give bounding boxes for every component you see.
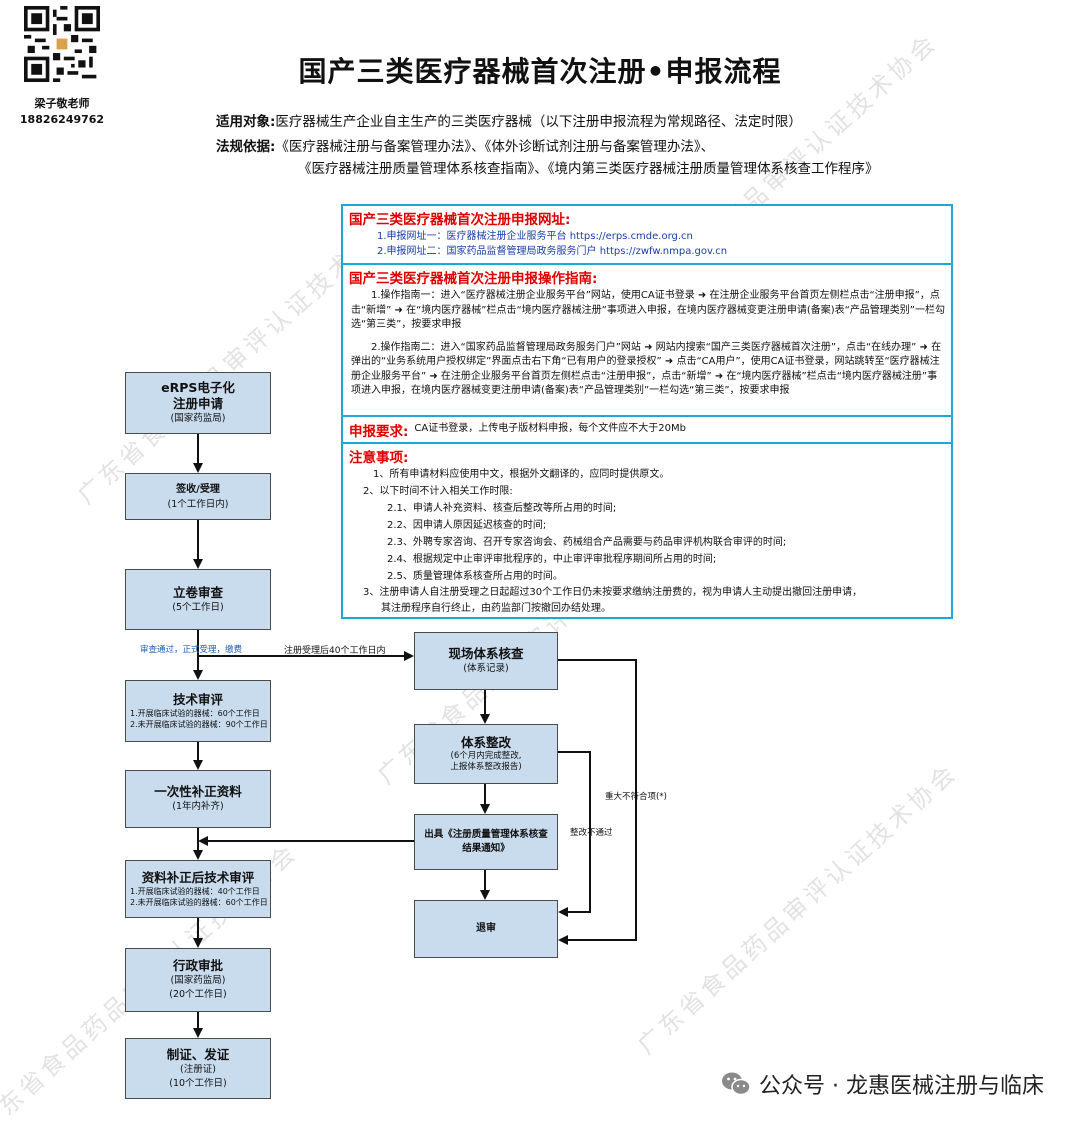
label-major-nonconformity: 重大不符合项(*) xyxy=(605,792,667,802)
note-item: 2.2、因申请人原因延迟核查的时间; xyxy=(387,519,547,531)
box-title: 制证、发证 xyxy=(166,1046,230,1062)
requirement-title: 申报要求: xyxy=(349,423,409,440)
note-item: 2.3、外聘专家咨询、召开专家咨询会、药械组合产品需要与药品审评机构联合审评的时… xyxy=(387,536,787,548)
box-title: 签收/受理 xyxy=(176,483,220,495)
author-name: 梁子敬老师 xyxy=(34,97,90,110)
page-title: 国产三类医疗器械首次注册•申报流程 xyxy=(298,55,782,88)
box-title: 结果通知》 xyxy=(462,843,510,854)
box-sub: (10个工作日) xyxy=(169,1077,227,1089)
notes-title: 注意事项: xyxy=(349,450,409,466)
basis-line: 法规依据:《医疗器械注册与备案管理办法》、《体外诊断试剂注册与备案管理办法》、 xyxy=(216,137,714,157)
box-erps-application: eRPS电子化 注册申请 (国家药监局) xyxy=(125,372,271,434)
notes-section: 注意事项: 1、所有申请材料应使用中文，根据外文翻译的，应同时提供原文。 2、以… xyxy=(343,444,951,619)
basis-text-1: 《医疗器械注册与备案管理办法》、《体外诊断试剂注册与备案管理办法》、 xyxy=(275,139,715,155)
note-item: 2.5、质量管理体系核查所占用的时间。 xyxy=(387,570,563,582)
guide-section: 国产三类医疗器械首次注册申报操作指南: 1.操作指南一：进入“医疗器械注册企业服… xyxy=(343,265,951,417)
box-title: 一次性补正资料 xyxy=(154,784,242,799)
box-title: 注册申请 xyxy=(172,396,223,411)
box-rectification: 体系整改 (6个月内完成整改, 上报体系整改报告) xyxy=(414,724,558,784)
label-40-days: 注册受理后40个工作日内 xyxy=(284,646,386,656)
box-supplement: 一次性补正资料 (1年内补齐) xyxy=(125,770,271,828)
guide-step-2: 2.操作指南二：进入“国家药品监督管理局政务服务门户”网站 ➜ 网站内搜索“国产… xyxy=(351,341,942,397)
note-item: 其注册程序自行终止，由药监部门按撤回办结处理。 xyxy=(381,602,611,614)
website-section: 国产三类医疗器械首次注册申报网址: 1.申报网址一：医疗器械注册企业服务平台 h… xyxy=(343,206,951,265)
box-onsite-inspection: 现场体系核查 (体系记录) xyxy=(414,632,558,690)
box-technical-review: 技术审评 1.开展临床试验的器械：60个工作日 2.未开展临床试验的器械：90个… xyxy=(125,680,271,742)
guide-title: 国产三类医疗器械首次注册申报操作指南: xyxy=(349,271,598,287)
footer-account: 公众号 · 龙惠医械注册与临床 xyxy=(721,1068,1044,1100)
website-link-2[interactable]: 2.申报网址二：国家药品监督管理局政务服务门户 https://zwfw.nmp… xyxy=(377,245,728,257)
box-sub: (体系记录) xyxy=(463,663,509,674)
box-title: eRPS电子化 xyxy=(161,380,235,395)
box-sub: 上报体系整改报告) xyxy=(450,762,522,772)
note-item: 3、注册申请人自注册受理之日起超过30个工作日仍未按要求缴纳注册费的，视为申请人… xyxy=(363,586,863,598)
note-item: 1、所有申请材料应使用中文，根据外文翻译的，应同时提供原文。 xyxy=(373,469,670,480)
note-item: 2.1、申请人补充资料、核查后整改等所占用的时间; xyxy=(387,502,617,514)
author-info: 梁子敬老师 18826249762 xyxy=(10,96,114,128)
box-rejection: 退审 xyxy=(414,900,558,958)
box-post-supplement-review: 资料补正后技术审评 1.开展临床试验的器械：40个工作日 2.未开展临床试验的器… xyxy=(125,860,271,918)
author-phone: 18826249762 xyxy=(19,113,105,126)
requirement-text: CA证书登录，上传电子版材料申报，每个文件应不大于20Mb xyxy=(414,423,686,435)
info-panel: 国产三类医疗器械首次注册申报网址: 1.申报网址一：医疗器械注册企业服务平台 h… xyxy=(341,204,953,619)
box-sub: (5个工作日) xyxy=(172,601,224,613)
arrow-rectify-fail xyxy=(558,751,591,917)
arrow-major-fail xyxy=(558,659,637,945)
box-title: 立卷审查 xyxy=(172,584,223,600)
website-link-1[interactable]: 1.申报网址一：医疗器械注册企业服务平台 https://erps.cmde.o… xyxy=(377,231,693,242)
website-title: 国产三类医疗器械首次注册申报网址: xyxy=(349,212,571,228)
box-sub: (20个工作日) xyxy=(169,989,227,1000)
label-rectify-fail: 整改不通过 xyxy=(570,828,613,838)
box-administrative-approval: 行政审批 (国家药监局) (20个工作日) xyxy=(125,948,271,1012)
box-title: 行政审批 xyxy=(172,958,223,973)
box-line: 1.开展临床试验的器械：40个工作日 xyxy=(130,887,260,896)
box-sub: (国家药监局) xyxy=(170,975,226,986)
qr-code-icon xyxy=(24,6,100,82)
box-filing-review: 立卷审查 (5个工作日) xyxy=(125,569,271,630)
box-certificate-issuance: 制证、发证 (注册证) (10个工作日) xyxy=(125,1038,271,1099)
note-item: 2.4、根据规定中止审评审批程序的，中止审评审批程序期间所占用的时间; xyxy=(387,553,717,565)
box-sub: (1个工作日内) xyxy=(167,498,229,510)
box-sub: (注册证) xyxy=(180,1063,216,1075)
note-item: 2、以下时间不计入相关工作时限: xyxy=(363,485,513,497)
scope-label: 适用对象: xyxy=(216,114,276,130)
box-title: 出具《注册质量管理体系核查 xyxy=(424,829,548,840)
box-acceptance: 签收/受理 (1个工作日内) xyxy=(125,473,271,520)
box-line: 1.开展临床试验的器械：60个工作日 xyxy=(130,709,260,718)
box-inspection-result: 出具《注册质量管理体系核查 结果通知》 xyxy=(414,814,558,870)
label-review-pass: 审查通过，正式受理，缴费 xyxy=(140,645,243,655)
box-title: 退审 xyxy=(476,923,496,934)
basis-label: 法规依据: xyxy=(216,139,276,155)
box-line: 2.未开展临床试验的器械：90个工作日 xyxy=(130,720,268,729)
box-title: 体系整改 xyxy=(460,735,511,750)
box-line: 2.未开展临床试验的器械：60个工作日 xyxy=(130,898,268,907)
basis-line-2: 《医疗器械注册质量管理体系核查指南》、《境内第三类医疗器械注册质量管理体系核查工… xyxy=(298,161,879,177)
scope-text: 医疗器械生产企业自主生产的三类医疗器械（以下注册申报流程为常规路径、法定时限） xyxy=(275,114,802,130)
box-title: 现场体系核查 xyxy=(448,646,524,661)
box-title: 资料补正后技术审评 xyxy=(141,870,255,885)
guide-step-1: 1.操作指南一：进入“医疗器械注册企业服务平台”网站，使用CA证书登录 ➜ 在注… xyxy=(351,290,945,330)
footer-text: 公众号 · 龙惠医械注册与临床 xyxy=(759,1074,1044,1099)
wechat-icon xyxy=(722,1072,751,1096)
scope-line: 适用对象:医疗器械生产企业自主生产的三类医疗器械（以下注册申报流程为常规路径、法… xyxy=(216,112,802,132)
box-sub: (国家药监局) xyxy=(170,413,226,424)
box-title: 技术审评 xyxy=(172,692,223,707)
box-sub: (1年内补齐) xyxy=(172,801,224,812)
box-sub: (6个月内完成整改, xyxy=(450,751,522,761)
requirement-section: 申报要求: CA证书登录，上传电子版材料申报，每个文件应不大于20Mb xyxy=(343,417,951,444)
